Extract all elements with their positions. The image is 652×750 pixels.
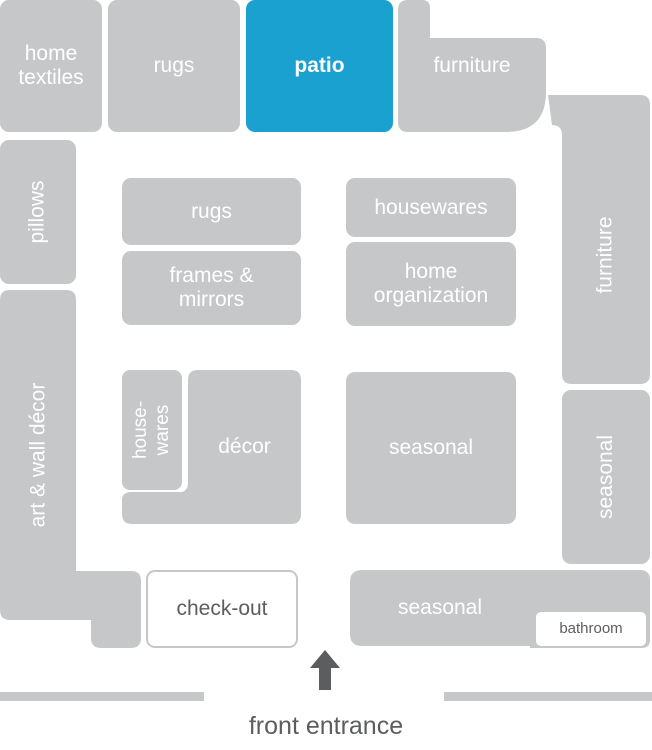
dept-furniture-top[interactable]: furniture xyxy=(398,38,546,94)
dept-pillows[interactable]: pillows xyxy=(0,140,76,284)
decor-shape[interactable] xyxy=(122,370,301,524)
dept-rugs-center[interactable]: rugs xyxy=(122,178,301,245)
dept-home-textiles[interactable]: home textiles xyxy=(0,0,102,132)
dept-housewares-vertical[interactable]: house- wares xyxy=(122,370,182,490)
dept-housewares-vertical-label: house- wares xyxy=(129,400,173,460)
dept-pillows-label: pillows xyxy=(26,180,49,244)
dept-home-organization-label: home organization xyxy=(373,260,489,307)
dept-frames-mirrors-label: frames & mirrors xyxy=(169,264,254,311)
dept-home-textiles-label: home textiles xyxy=(18,42,84,89)
dept-furniture-side[interactable]: furniture xyxy=(562,125,650,384)
dept-patio[interactable]: patio xyxy=(246,0,393,132)
dept-furniture-side-label: furniture xyxy=(593,215,617,294)
dept-rugs-center-label: rugs xyxy=(191,199,232,223)
dept-art-wall-decor[interactable]: art & wall décor xyxy=(0,290,76,620)
dept-seasonal-side-label: seasonal xyxy=(594,434,617,520)
dept-seasonal-center-label: seasonal xyxy=(388,436,474,459)
dept-frames-mirrors[interactable]: frames & mirrors xyxy=(122,251,301,325)
dept-check-out[interactable]: check-out xyxy=(146,570,298,648)
front-entrance-label: front entrance xyxy=(248,712,404,740)
dept-check-out-label: check-out xyxy=(176,597,268,620)
entrance-wall-left xyxy=(0,692,204,701)
dept-art-wall-decor-label: art & wall décor xyxy=(26,382,50,528)
dept-decor-label: décor xyxy=(218,435,271,458)
furniture-side-shape[interactable] xyxy=(548,95,650,384)
dept-bathroom-label: bathroom xyxy=(559,620,623,637)
dept-furniture-top-label: furniture xyxy=(433,54,511,77)
dept-housewares-center[interactable]: housewares xyxy=(346,178,516,237)
arrow-up-icon xyxy=(310,650,340,690)
dept-rugs-top-label: rugs xyxy=(153,54,195,77)
art-wall-decor-shape[interactable] xyxy=(0,290,141,648)
dept-seasonal-side[interactable]: seasonal xyxy=(562,390,650,564)
dept-bathroom[interactable]: bathroom xyxy=(534,610,648,648)
dept-seasonal-center[interactable]: seasonal xyxy=(346,372,516,524)
furniture-top-shape[interactable] xyxy=(398,0,546,132)
dept-patio-label: patio xyxy=(294,54,345,77)
dept-housewares-center-label: housewares xyxy=(374,195,488,219)
dept-seasonal-bottom-label: seasonal xyxy=(397,596,483,619)
dept-seasonal-bottom[interactable]: seasonal xyxy=(350,570,530,646)
dept-home-organization[interactable]: home organization xyxy=(346,242,516,326)
entrance-wall-right xyxy=(444,692,652,701)
dept-rugs-top[interactable]: rugs xyxy=(108,0,240,132)
dept-decor[interactable]: décor xyxy=(188,370,301,524)
